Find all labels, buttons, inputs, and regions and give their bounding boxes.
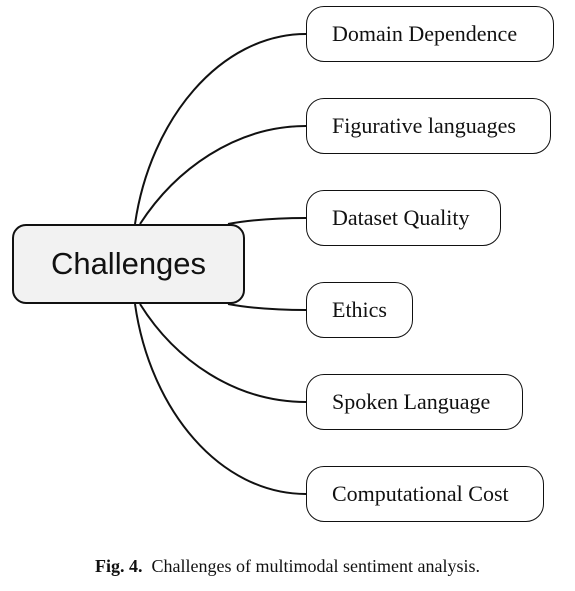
node-domain-dependence: Domain Dependence <box>306 6 554 62</box>
node-computational-cost: Computational Cost <box>306 466 544 522</box>
edge-spoken-language <box>139 303 307 403</box>
node-ethics: Ethics <box>306 282 413 338</box>
figure-label: Fig. 4. <box>95 556 143 576</box>
node-dataset-quality: Dataset Quality <box>306 190 501 246</box>
node-spoken-language: Spoken Language <box>306 374 523 430</box>
edge-domain-dependence <box>134 33 307 225</box>
edge-computational-cost <box>134 303 307 495</box>
edge-ethics <box>227 303 307 311</box>
edge-dataset-quality <box>227 217 307 225</box>
node-figurative-languages: Figurative languages <box>306 98 551 154</box>
figure-caption: Fig. 4. Challenges of multimodal sentime… <box>0 556 575 577</box>
edge-figurative-languages <box>139 125 307 225</box>
caption-text: Challenges of multimodal sentiment analy… <box>151 556 480 576</box>
root-node-challenges: Challenges <box>12 224 245 304</box>
